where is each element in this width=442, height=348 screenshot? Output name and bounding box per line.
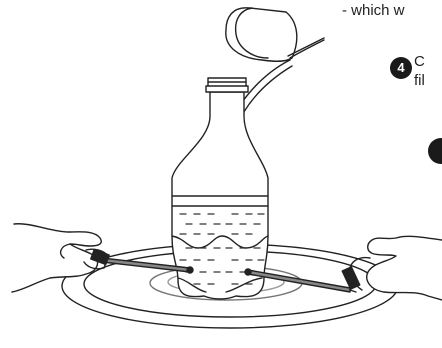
step-number-badge: 4 (390, 57, 412, 79)
bottle-icon (172, 78, 268, 299)
caption-text: - which w (342, 2, 405, 19)
step-text: C fil (414, 52, 425, 90)
step-text-line-2: fil (414, 71, 425, 90)
step-text-line-1: C (414, 52, 425, 71)
cup-icon (226, 8, 324, 62)
